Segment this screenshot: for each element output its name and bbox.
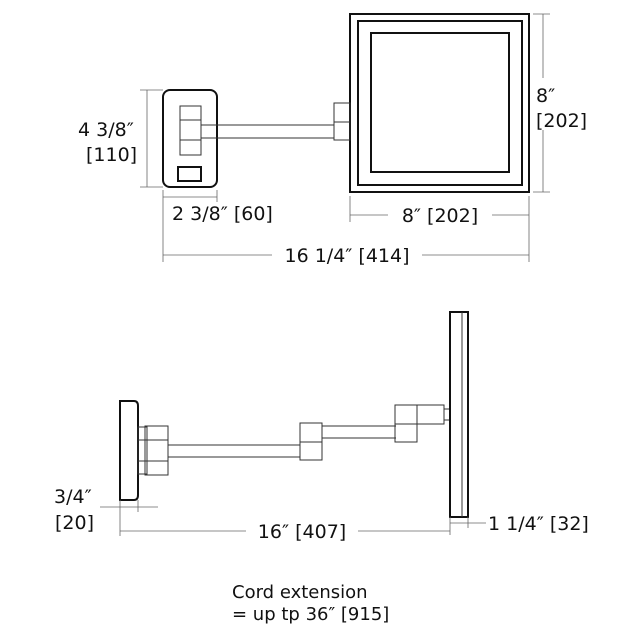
mirror-depth-label: 1 1/4″ [32] [488, 513, 589, 535]
arm-top [201, 102, 351, 141]
mirror-width-label: 8″ [202] [402, 205, 478, 227]
cord-note-line1: Cord extension [232, 582, 368, 603]
cord-note-line2: = up tp 36″ [915] [232, 604, 389, 625]
side-view: 3/4″ [20] 16″ [407] 1 1/4″ [32] [54, 311, 589, 543]
top-view: 4 3/8″ [110] 2 3/8″ [60] 8″ [202] 8″ [20… [78, 13, 587, 267]
backplate-side [119, 400, 139, 501]
mirror-side [449, 311, 469, 518]
arm-side [137, 404, 451, 476]
backplate-width-label: 2 3/8″ [60] [172, 203, 273, 225]
backplate-height-mm-label: [110] [86, 144, 137, 166]
mirror-front [349, 13, 530, 193]
dimension-lines-side [100, 500, 486, 536]
mirror-height-mm-label: [202] [536, 110, 587, 132]
arm-extension-label: 16″ [407] [258, 521, 346, 543]
overall-width-label: 16 1/4″ [414] [284, 245, 409, 267]
backplate-depth-label: 3/4″ [54, 486, 92, 508]
backplate-height-label: 4 3/8″ [78, 119, 134, 141]
mirror-height-label: 8″ [536, 85, 555, 107]
dimension-lines-top [140, 13, 550, 262]
backplate-depth-mm-label: [20] [55, 512, 94, 534]
